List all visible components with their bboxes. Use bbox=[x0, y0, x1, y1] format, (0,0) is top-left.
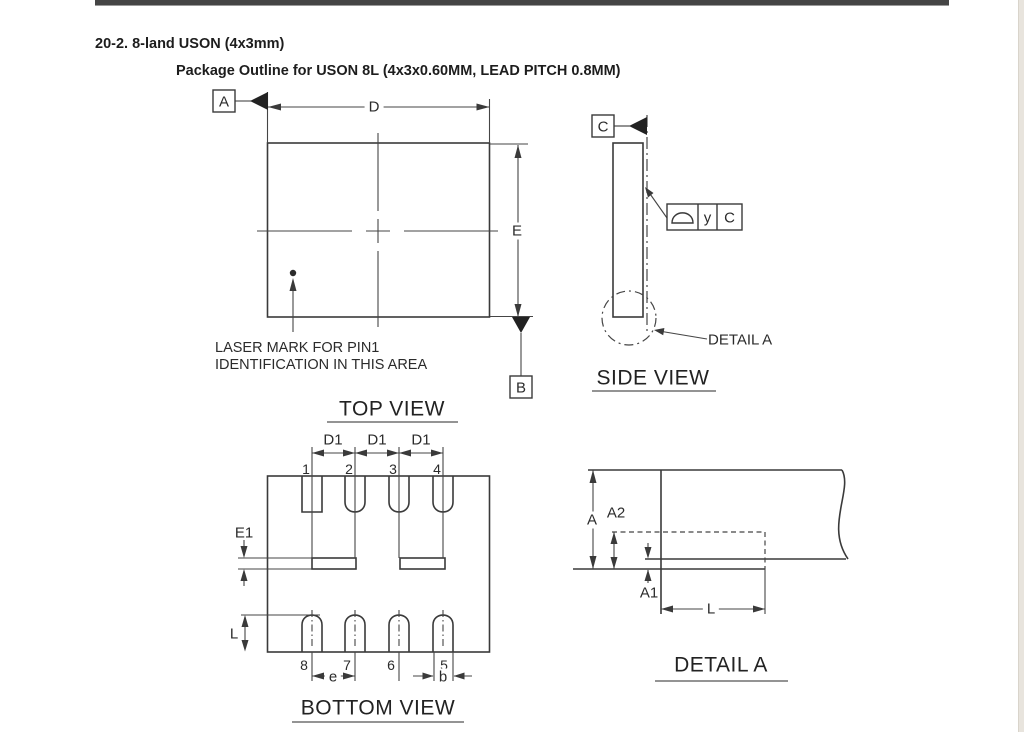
detail-a-view bbox=[573, 469, 849, 682]
pin-label-6: 6 bbox=[387, 657, 395, 673]
dim-d-label: D bbox=[364, 98, 384, 116]
top-view-dimension-lines bbox=[235, 92, 533, 376]
datum-c-triangle-icon bbox=[629, 117, 647, 135]
dim-e1-label: E1 bbox=[234, 524, 254, 542]
dim-e-label: E bbox=[507, 222, 527, 240]
dim-b-label: b bbox=[434, 668, 452, 686]
bottom-view-dimension-lines bbox=[238, 447, 472, 681]
feature-control-frame bbox=[645, 187, 743, 231]
bottom-view-arrowheads bbox=[240, 449, 465, 680]
profile-of-surface-icon bbox=[671, 212, 694, 224]
side-view-outline bbox=[612, 142, 644, 318]
detail-a-callout-label: DETAIL A bbox=[708, 331, 773, 348]
dim-d1-label-2: D1 bbox=[367, 431, 387, 449]
pin-label-8: 8 bbox=[300, 657, 308, 673]
datum-c-symbol bbox=[591, 114, 647, 138]
pin-label-5: 5 bbox=[440, 657, 448, 673]
datum-a-label: A bbox=[218, 93, 230, 110]
dim-l-label-bottom: L bbox=[229, 625, 239, 643]
detail-a-callout bbox=[601, 290, 708, 346]
pin-label-2: 2 bbox=[345, 461, 353, 477]
fcf-datum-label: C bbox=[724, 209, 735, 226]
laser-note-line1: LASER MARK FOR PIN1 bbox=[215, 340, 380, 356]
break-line bbox=[837, 469, 849, 560]
package-outline-title: Package Outline for USON 8L (4x3x0.60MM,… bbox=[176, 63, 621, 79]
datum-c-label: C bbox=[597, 118, 609, 135]
datum-b-symbol bbox=[509, 317, 533, 399]
detail-a-arrowheads bbox=[589, 470, 765, 613]
detail-a-title: DETAIL A bbox=[674, 653, 768, 677]
dim-a1-label: A1 bbox=[639, 584, 659, 602]
dim-e-pitch-label: e bbox=[324, 668, 342, 686]
laser-mark-dot bbox=[289, 269, 297, 277]
laser-note-line2: IDENTIFICATION IN THIS AREA bbox=[215, 357, 428, 373]
dim-d1-label-1: D1 bbox=[323, 431, 343, 449]
pin-label-3: 3 bbox=[389, 461, 397, 477]
top-view-title: TOP VIEW bbox=[339, 397, 445, 421]
datum-b-triangle-icon bbox=[512, 317, 530, 333]
center-bar-right bbox=[399, 557, 446, 570]
dim-l-label-detail: L bbox=[702, 600, 720, 618]
top-view-centerlines bbox=[257, 133, 498, 327]
bottom-view-title: BOTTOM VIEW bbox=[300, 696, 456, 720]
datum-a-triangle-icon bbox=[250, 92, 268, 110]
page-top-rule bbox=[95, 0, 949, 6]
bottom-view-outline bbox=[266, 475, 491, 653]
side-view-title: SIDE VIEW bbox=[596, 366, 710, 390]
section-title: 20-2. 8-land USON (4x3mm) bbox=[95, 36, 285, 52]
pin-label-7: 7 bbox=[343, 657, 351, 673]
dim-d1-label-3: D1 bbox=[411, 431, 431, 449]
page-right-edge bbox=[1018, 0, 1024, 732]
pin-label-1: 1 bbox=[302, 461, 310, 477]
dim-a2-label: A2 bbox=[606, 504, 626, 522]
leader-arrow-icon bbox=[654, 328, 665, 336]
dim-a-label: A bbox=[582, 511, 602, 529]
leader-arrow-icon bbox=[645, 187, 654, 198]
fcf-tolerance-label: y bbox=[703, 209, 712, 226]
datum-b-label: B bbox=[515, 379, 527, 396]
detail-a-circle bbox=[601, 290, 657, 346]
center-bar-left bbox=[311, 557, 357, 570]
datum-a-symbol bbox=[212, 89, 268, 113]
bottom-pin-centerlines bbox=[311, 610, 444, 648]
pin-label-4: 4 bbox=[433, 461, 441, 477]
top-view-arrowheads bbox=[268, 103, 522, 317]
